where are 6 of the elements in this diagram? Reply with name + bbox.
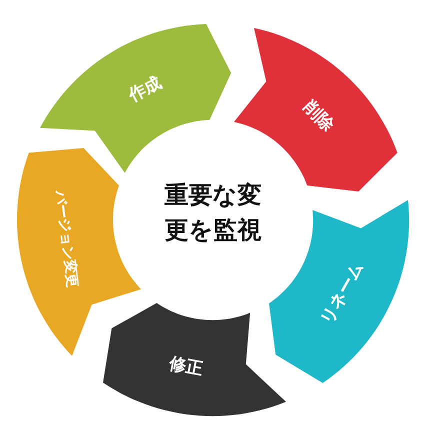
segment-label: 削除: [298, 96, 338, 136]
center-heading: 重要な変更を監視: [153, 178, 273, 248]
segment-label: 修正: [167, 352, 205, 380]
segment-label: リネーム: [316, 258, 369, 328]
segment-label: バージョン変更: [50, 190, 82, 290]
segment-label: 作成: [124, 71, 166, 107]
